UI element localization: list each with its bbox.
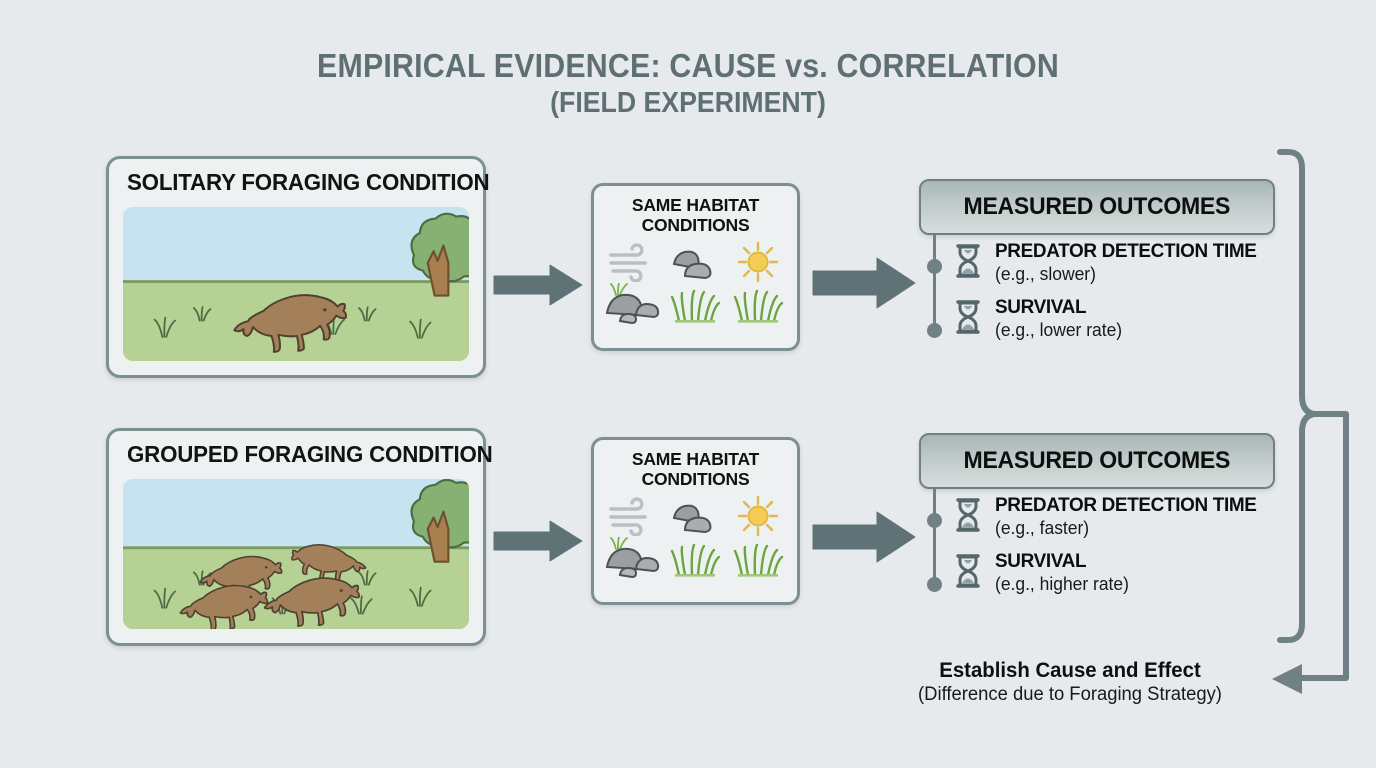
outcome-detail: (e.g., higher rate) <box>995 573 1129 594</box>
wind-icon <box>602 495 664 537</box>
outcomes-rail <box>933 489 936 587</box>
outcome-text: PREDATOR DETECTION TIME (e.g., faster) <box>995 494 1265 539</box>
outcome-item[interactable]: PREDATOR DETECTION TIME (e.g., faster) <box>919 494 1275 551</box>
tree-icon <box>410 212 469 297</box>
outcomes-header-label: MEASURED OUTCOMES <box>963 447 1231 474</box>
outcome-label: PREDATOR DETECTION TIME <box>995 240 1257 262</box>
outcomes-panel-solitary: MEASURED OUTCOMES PREDATOR DETECTION TIM… <box>919 179 1275 353</box>
habitat-title-line-1: SAME HABITAT <box>631 195 760 215</box>
hourglass-icon <box>953 299 983 335</box>
title-line-1: EMPIRICAL EVIDENCE: CAUSE vs. CORRELATIO… <box>317 47 1059 84</box>
scene-grouped <box>123 479 469 629</box>
outcomes-rail <box>933 235 936 333</box>
title-line-2: (FIELD EXPERIMENT) <box>550 86 826 119</box>
rock-with-grass-icon <box>602 537 664 579</box>
outcome-bullet-dot <box>927 513 942 528</box>
rock-with-grass-icon <box>602 283 664 325</box>
habitat-icon-grid <box>594 235 797 331</box>
outcome-text: PREDATOR DETECTION TIME (e.g., slower) <box>995 240 1265 285</box>
outcomes-header[interactable]: MEASURED OUTCOMES <box>919 433 1275 489</box>
outcome-bullet-dot <box>927 577 942 592</box>
outcomes-header[interactable]: MEASURED OUTCOMES <box>919 179 1275 235</box>
hourglass-icon <box>953 553 983 589</box>
outcome-detail: (e.g., faster) <box>995 517 1090 538</box>
outcomes-header-label: MEASURED OUTCOMES <box>963 193 1231 220</box>
rocks-icon <box>664 495 726 537</box>
grass-icon <box>664 283 726 325</box>
outcomes-list: PREDATOR DETECTION TIME (e.g., faster) S… <box>919 489 1275 607</box>
outcome-detail: (e.g., lower rate) <box>995 319 1123 340</box>
condition-panel-grouped[interactable]: GROUPED FORAGING CONDITION <box>106 428 493 646</box>
animal-icon <box>179 584 269 629</box>
habitat-box-solitary[interactable]: SAME HABITAT CONDITIONS <box>591 183 800 351</box>
outcome-detail: (e.g., slower) <box>995 263 1096 284</box>
outcome-item[interactable]: PREDATOR DETECTION TIME (e.g., slower) <box>919 240 1275 297</box>
habitat-title-line-1: SAME HABITAT <box>631 449 760 469</box>
conclusion-main: Establish Cause and Effect <box>939 659 1201 682</box>
page-title: EMPIRICAL EVIDENCE: CAUSE vs. CORRELATIO… <box>0 47 1376 120</box>
habitat-icon-grid <box>594 489 797 585</box>
conclusion-block: Establish Cause and Effect (Difference d… <box>860 658 1280 707</box>
condition-title: SOLITARY FORAGING CONDITION <box>127 169 490 195</box>
sun-icon <box>727 241 789 283</box>
outcome-text: SURVIVAL (e.g., lower rate) <box>995 296 1126 341</box>
habitat-title-line-2: CONDITIONS <box>641 468 750 489</box>
habitat-title: SAME HABITAT CONDITIONS <box>594 186 797 235</box>
sun-icon <box>727 495 789 537</box>
hourglass-icon <box>953 243 983 279</box>
tree-icon <box>410 479 469 563</box>
grass-icon <box>727 537 789 579</box>
habitat-title: SAME HABITAT CONDITIONS <box>594 440 797 489</box>
scene-solitary <box>123 207 469 361</box>
arrow-habitat-to-outcomes-row2 <box>811 509 917 565</box>
outcome-item[interactable]: SURVIVAL (e.g., higher rate) <box>919 550 1275 607</box>
outcome-label: SURVIVAL <box>995 550 1087 572</box>
arrow-habitat-to-outcomes-row1 <box>811 255 917 311</box>
outcome-label: SURVIVAL <box>995 296 1087 318</box>
outcomes-panel-grouped: MEASURED OUTCOMES PREDATOR DETECTION TIM… <box>919 433 1275 607</box>
arrow-grouped-to-habitat <box>492 518 584 564</box>
animal-icon <box>233 294 347 353</box>
animal-icon <box>199 555 283 599</box>
wind-icon <box>602 241 664 283</box>
animal-icon <box>263 577 360 627</box>
outcomes-list: PREDATOR DETECTION TIME (e.g., slower) S… <box>919 235 1275 353</box>
condition-panel-solitary[interactable]: SOLITARY FORAGING CONDITION <box>106 156 490 378</box>
outcome-text: SURVIVAL (e.g., higher rate) <box>995 550 1133 595</box>
condition-title: GROUPED FORAGING CONDITION <box>127 441 493 467</box>
rocks-icon <box>664 241 726 283</box>
animal-icon <box>291 543 367 583</box>
arrow-solitary-to-habitat <box>492 262 584 308</box>
outcome-bullet-dot <box>927 323 942 338</box>
outcome-item[interactable]: SURVIVAL (e.g., lower rate) <box>919 296 1275 353</box>
outcome-bullet-dot <box>927 259 942 274</box>
grass-icon <box>664 537 726 579</box>
summary-brace <box>1258 148 1376 708</box>
conclusion-sub: (Difference due to Foraging Strategy) <box>918 684 1222 706</box>
habitat-title-line-2: CONDITIONS <box>641 214 750 235</box>
outcome-label: PREDATOR DETECTION TIME <box>995 494 1257 516</box>
grass-icon <box>727 283 789 325</box>
hourglass-icon <box>953 497 983 533</box>
habitat-box-grouped[interactable]: SAME HABITAT CONDITIONS <box>591 437 800 605</box>
